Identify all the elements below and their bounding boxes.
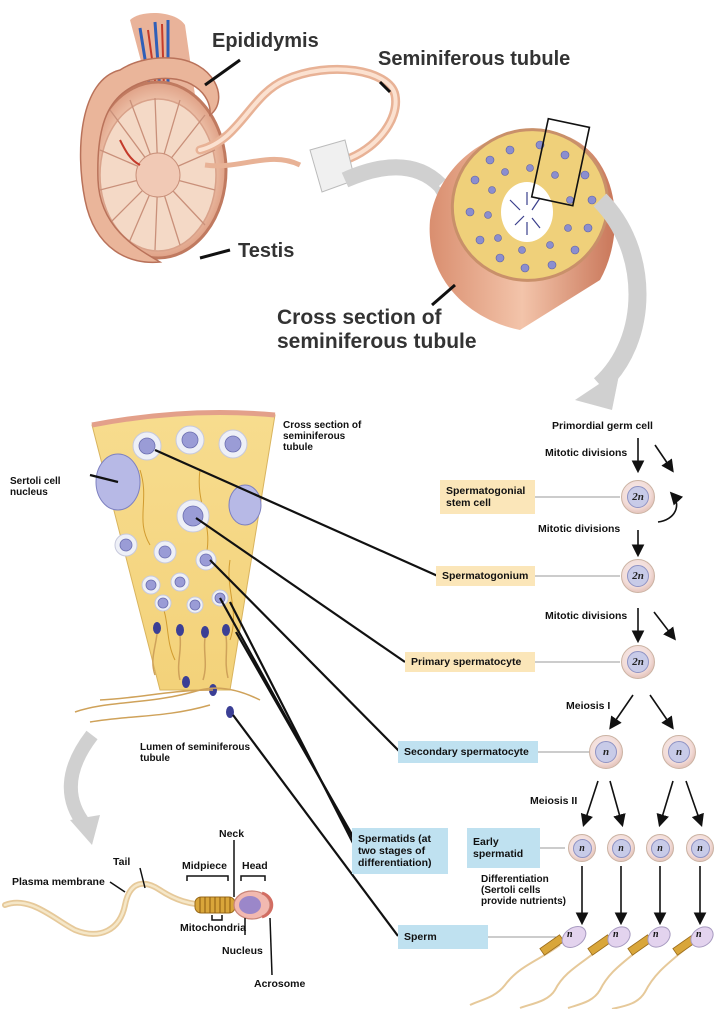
ploidy-label: n: [612, 839, 631, 858]
cell-spermatid-n-2: n: [607, 834, 635, 862]
box-spermatogonium-text: Spermatogonium: [442, 570, 528, 582]
sperm-head-label-2: n: [613, 929, 619, 940]
label-primordial: Primordial germ cell: [552, 420, 653, 432]
box-secondary-text: Secondary spermatocyte: [404, 746, 529, 758]
sperm-head-label-3: n: [653, 929, 659, 940]
label-meiosis-1: Meiosis I: [566, 700, 610, 712]
testis-illustration: [81, 13, 226, 262]
box-spermatids: Spermatids (at two stages of differentia…: [352, 828, 448, 874]
box-connectors: [488, 497, 620, 937]
cell-stem-2n: 2n: [621, 480, 655, 514]
box-stem-cell: Spermatogonial stem cell: [440, 480, 535, 514]
label-seminiferous-tubule: Seminiferous tubule: [378, 48, 570, 71]
label-meiosis-2: Meiosis II: [530, 795, 577, 807]
label-lumen: Lumen of seminiferous tubule: [140, 742, 250, 764]
cell-spermatid-n-1: n: [568, 834, 596, 862]
label-mitotic-2: Mitotic divisions: [538, 523, 620, 535]
label-epididymis: Epididymis: [212, 30, 319, 53]
ploidy-label: 2n: [627, 565, 649, 587]
label-mitotic-3: Mitotic divisions: [545, 610, 627, 622]
label-tail: Tail: [113, 856, 130, 868]
box-primary-spermatocyte: Primary spermatocyte: [405, 652, 535, 672]
ploidy-label: n: [668, 741, 690, 763]
sperm-head-label-4: n: [696, 929, 702, 940]
box-sperm: Sperm: [398, 925, 488, 949]
label-head: Head: [242, 860, 268, 872]
label-plasma-membrane: Plasma membrane: [12, 876, 105, 888]
cell-spermatid-n-3: n: [646, 834, 674, 862]
cell-spermatid-n-4: n: [686, 834, 714, 862]
box-early-spermatid: Early spermatid: [467, 828, 540, 868]
label-acrosome: Acrosome: [254, 978, 305, 990]
box-secondary-spermatocyte: Secondary spermatocyte: [398, 741, 538, 763]
ploidy-label: n: [573, 839, 592, 858]
label-nucleus: Nucleus: [222, 945, 263, 957]
box-spermatogonium: Spermatogonium: [436, 566, 535, 586]
grey-arrow-3: [71, 735, 92, 825]
box-primary-text: Primary spermatocyte: [411, 656, 521, 668]
ploidy-label: n: [651, 839, 670, 858]
label-cross-section-small: Cross section of seminiferous tubule: [283, 420, 373, 453]
box-early-spermatid-text: Early spermatid: [473, 836, 534, 860]
label-sertoli-nucleus: Sertoli cell nucleus: [10, 476, 85, 498]
label-neck: Neck: [219, 828, 244, 840]
label-mitochondria: Mitochondria: [180, 922, 246, 934]
sperm-head-label-1: n: [567, 929, 573, 940]
ploidy-label: n: [691, 839, 710, 858]
tubule-path: [200, 69, 396, 160]
label-testis: Testis: [238, 240, 294, 263]
label-differentiation: Differentiation (Sertoli cells provide n…: [481, 874, 576, 907]
box-spermatids-text: Spermatids (at two stages of differentia…: [358, 833, 442, 869]
ploidy-label: n: [595, 741, 617, 763]
box-sperm-text: Sperm: [404, 931, 437, 943]
mature-sperm-row: [470, 922, 714, 1009]
self-renew-arrow: [658, 494, 677, 522]
label-mitotic-1: Mitotic divisions: [545, 447, 627, 459]
cell-spermatogonium-2n: 2n: [621, 559, 655, 593]
ploidy-label: 2n: [627, 486, 649, 508]
ploidy-label: 2n: [627, 651, 649, 673]
cell-secondary-n-left: n: [589, 735, 623, 769]
label-midpiece: Midpiece: [182, 860, 227, 872]
box-stem-cell-text: Spermatogonial stem cell: [446, 485, 529, 509]
cell-secondary-n-right: n: [662, 735, 696, 769]
tubule-cross-section: [430, 108, 629, 330]
label-cross-section: Cross section of seminiferous tubule: [277, 306, 477, 354]
cell-primary-2n: 2n: [621, 645, 655, 679]
